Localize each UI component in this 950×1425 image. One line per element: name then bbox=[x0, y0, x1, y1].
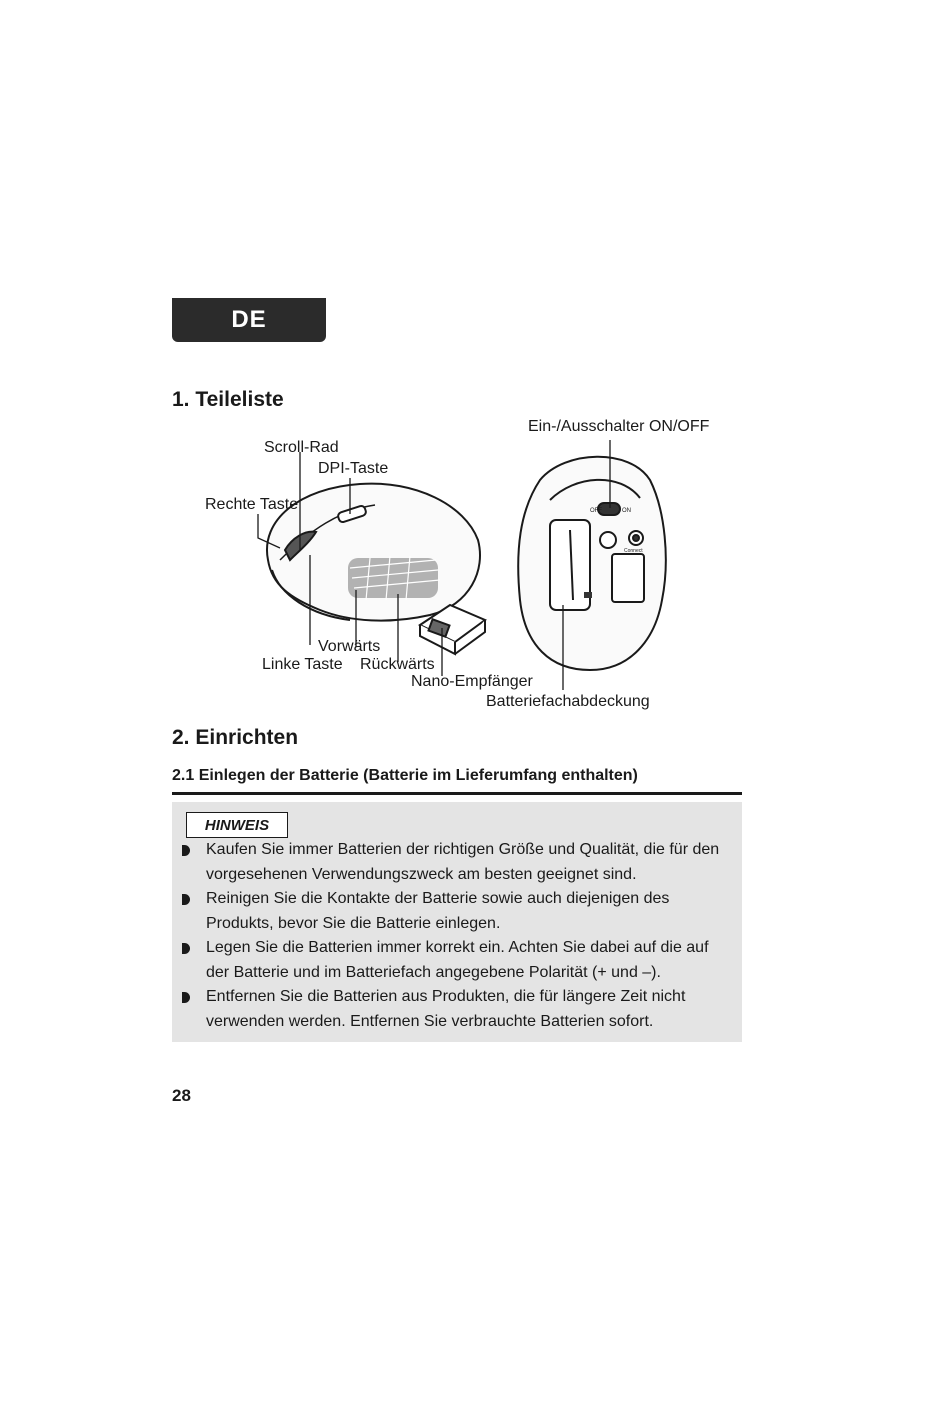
switch-off-label: OFF bbox=[590, 508, 602, 514]
callout-forward: Vorwärts bbox=[318, 638, 380, 655]
note-text: Entfernen Sie die Batterien aus Produkte… bbox=[206, 988, 686, 1030]
note-item: Entfernen Sie die Batterien aus Produkte… bbox=[182, 985, 722, 1034]
bullet-icon bbox=[182, 992, 190, 1003]
callout-back: Rückwärts bbox=[360, 656, 435, 673]
callout-left-button: Linke Taste bbox=[262, 656, 343, 673]
connect-label: Connect bbox=[624, 548, 643, 554]
callout-nano-receiver: Nano-Empfänger bbox=[411, 673, 534, 690]
mouse-parts-diagram: OFF ON Connect Scroll-Rad DPI-Taste Rech… bbox=[205, 418, 710, 710]
parts-list-heading: 1. Teileliste bbox=[172, 388, 284, 411]
battery-subheading: 2.1 Einlegen der Batterie (Batterie im L… bbox=[172, 767, 638, 784]
language-tab: DE bbox=[172, 298, 326, 342]
note-text: Reinigen Sie die Kontakte der Batterie s… bbox=[206, 890, 670, 932]
note-box: HINWEIS Kaufen Sie immer Batterien der r… bbox=[172, 802, 742, 1042]
nano-receiver bbox=[417, 603, 488, 656]
mouse-top-view bbox=[265, 482, 481, 622]
setup-heading: 2. Einrichten bbox=[172, 726, 299, 749]
bullet-icon bbox=[182, 943, 190, 954]
switch-on-label: ON bbox=[622, 508, 631, 514]
note-label: HINWEIS bbox=[186, 812, 288, 838]
note-text: Legen Sie die Batterien immer korrekt ei… bbox=[206, 939, 709, 981]
callout-dpi-button: DPI-Taste bbox=[318, 460, 388, 477]
heading-rule bbox=[172, 792, 742, 795]
callout-battery-cover: Batteriefachabdeckung bbox=[486, 693, 650, 710]
note-list: Kaufen Sie immer Batterien der richtigen… bbox=[182, 838, 722, 1034]
note-text: Kaufen Sie immer Batterien der richtigen… bbox=[206, 841, 720, 883]
note-item: Reinigen Sie die Kontakte der Batterie s… bbox=[182, 887, 722, 936]
bullet-icon bbox=[182, 845, 190, 856]
mouse-bottom-view bbox=[517, 455, 667, 672]
callout-right-button: Rechte Taste bbox=[205, 496, 298, 513]
callout-scroll-wheel: Scroll-Rad bbox=[264, 439, 339, 456]
page-number: 28 bbox=[172, 1086, 191, 1105]
note-item: Kaufen Sie immer Batterien der richtigen… bbox=[182, 838, 722, 887]
bullet-icon bbox=[182, 894, 190, 905]
note-item: Legen Sie die Batterien immer korrekt ei… bbox=[182, 936, 722, 985]
callout-power-switch: Ein-/Ausschalter ON/OFF bbox=[528, 418, 710, 435]
